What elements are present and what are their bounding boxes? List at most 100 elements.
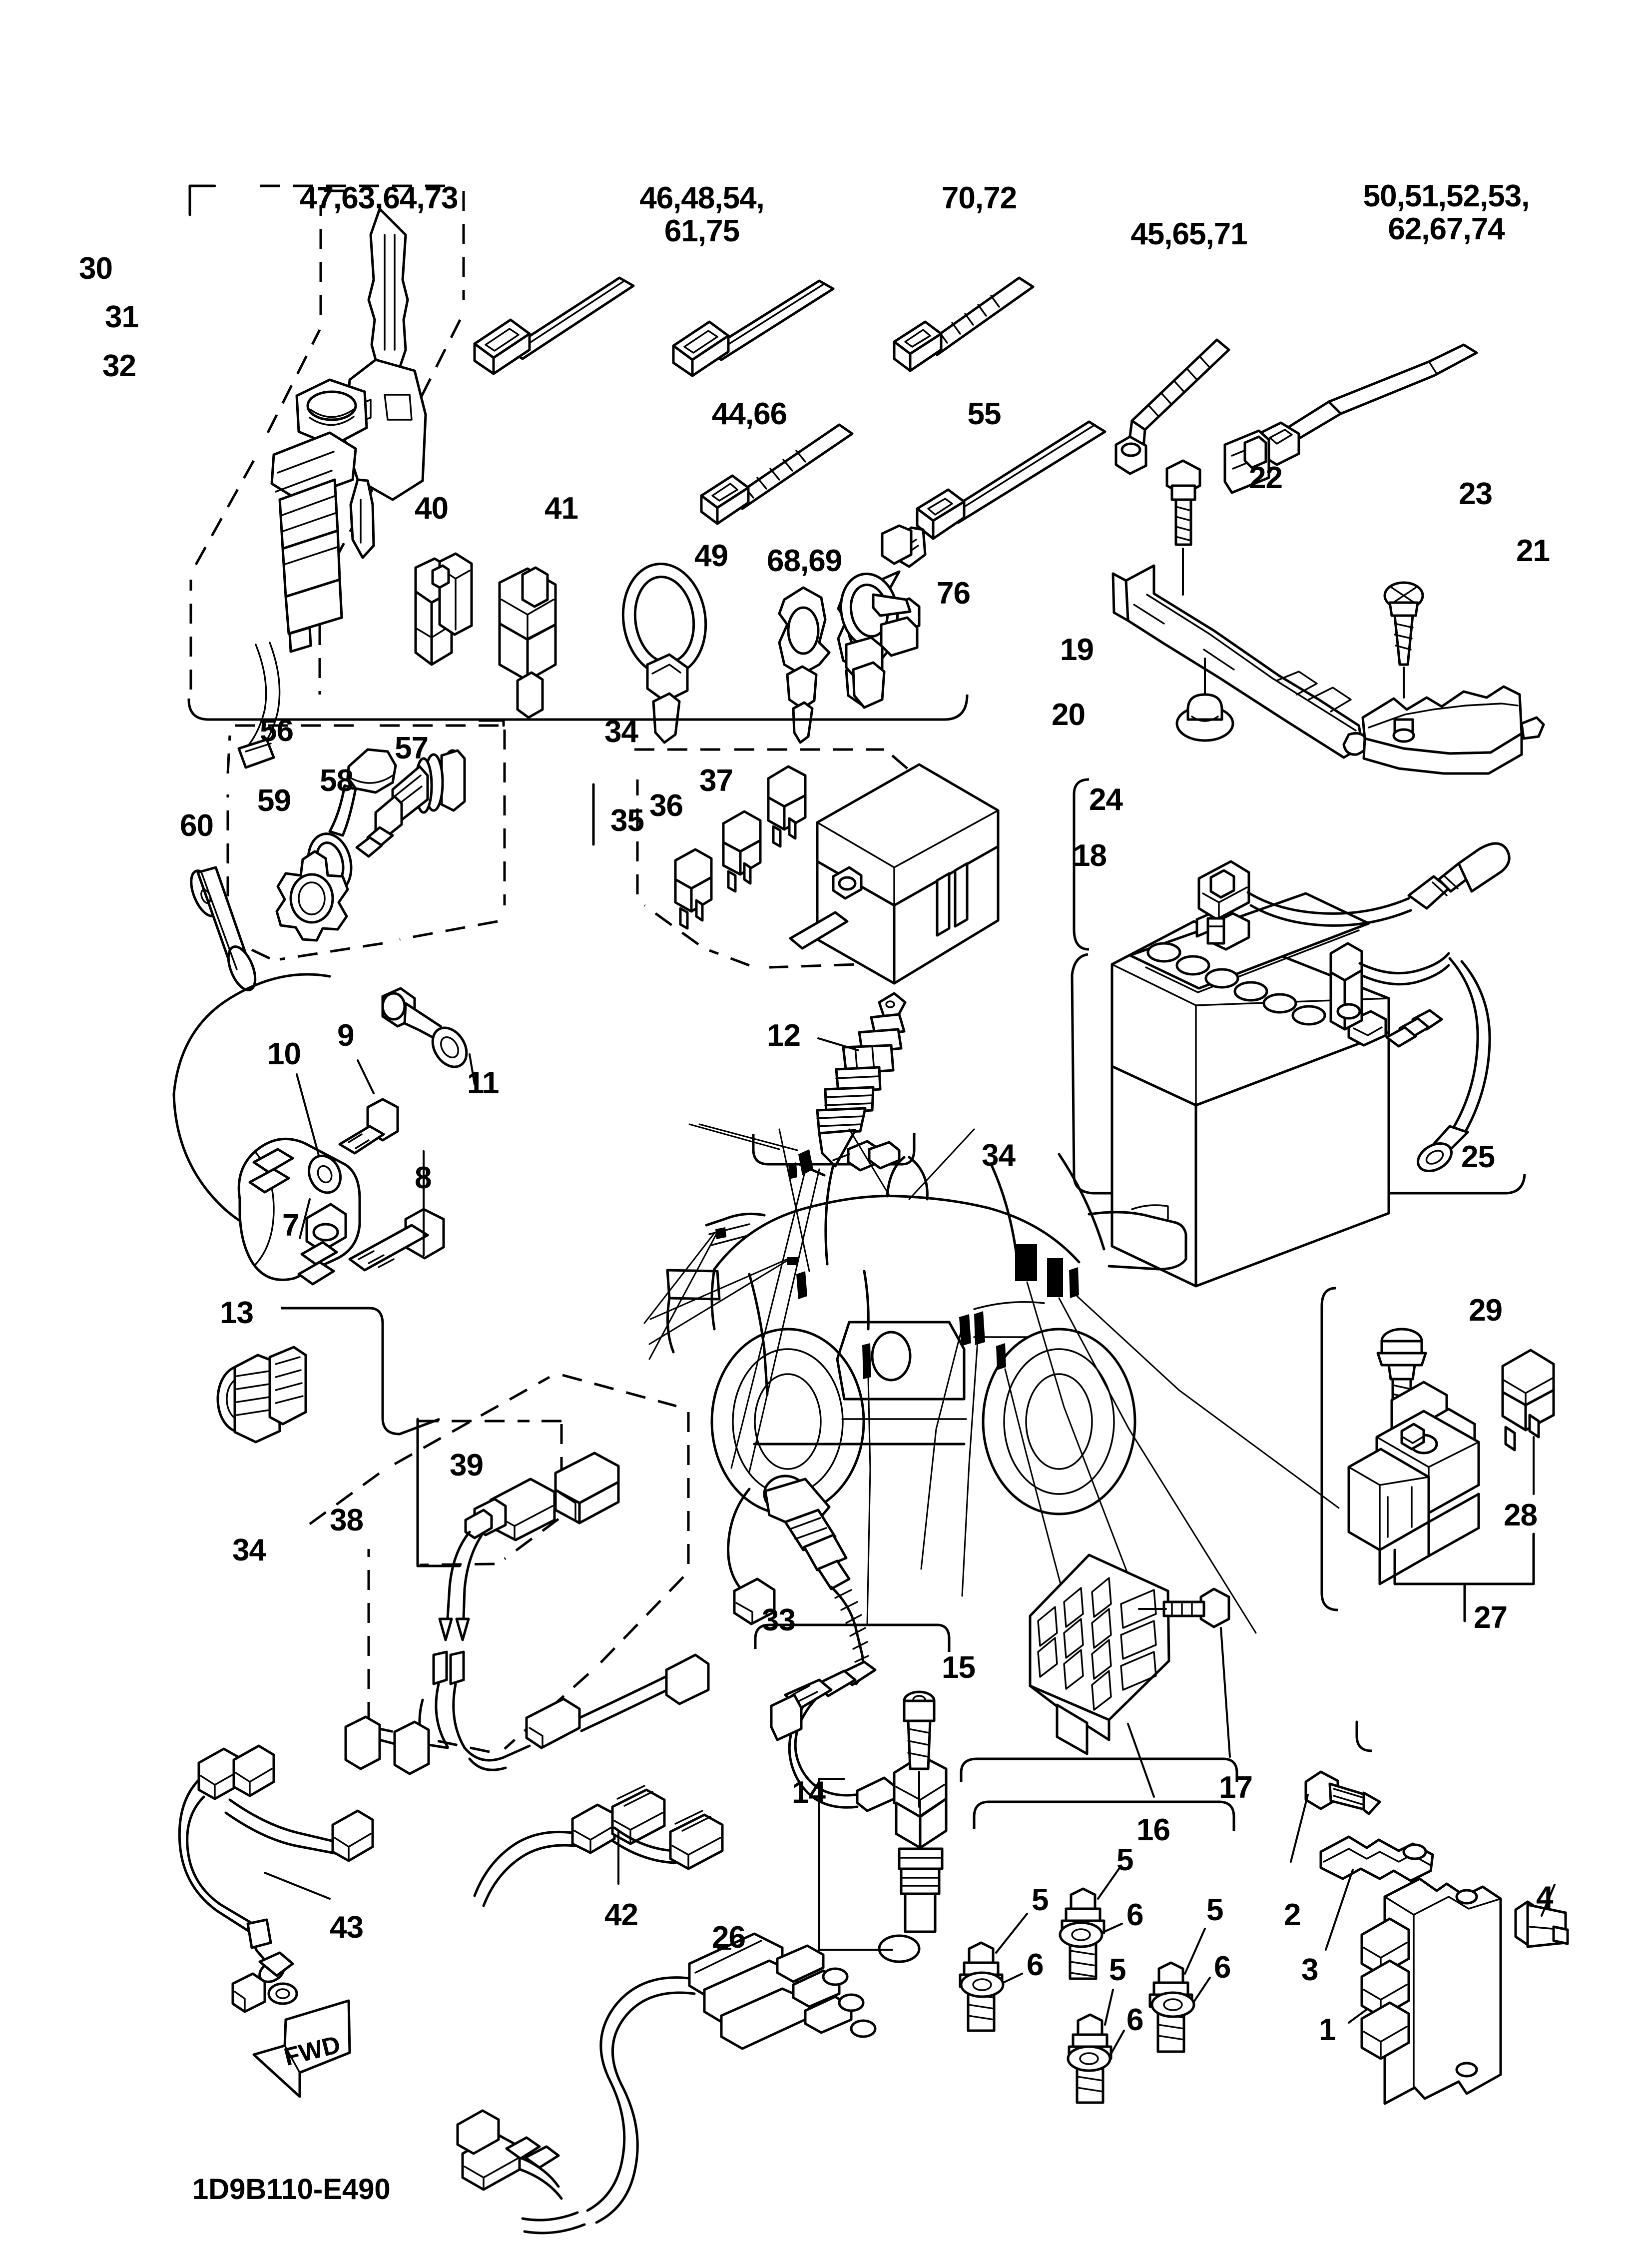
part-33-sensor bbox=[727, 1475, 869, 1685]
part-callout-26: 26 bbox=[712, 1920, 746, 1955]
part-37-fuse bbox=[767, 765, 807, 848]
part-callout-31: 31 bbox=[105, 300, 139, 334]
group-34-lower-dashed bbox=[309, 1374, 690, 1753]
part-11-plug-cap bbox=[381, 987, 476, 1085]
part-34-fusebox-body bbox=[789, 763, 1000, 985]
part-callout-2: 2 bbox=[1284, 1898, 1301, 1932]
part-callout-22: 22 bbox=[1249, 461, 1283, 495]
part-32-nut bbox=[307, 374, 309, 380]
part-callout-35: 35 bbox=[610, 803, 644, 838]
part-15-screw bbox=[903, 1690, 936, 1808]
part-6-washer-d bbox=[1067, 2030, 1125, 2072]
part-callout-1: 1 bbox=[1319, 2013, 1336, 2047]
part-callout-24: 24 bbox=[1089, 782, 1123, 817]
part-57-socket bbox=[355, 749, 466, 858]
part-callout-70-72: 70,72 bbox=[941, 181, 1017, 215]
part-21-battery-holder bbox=[1361, 685, 1545, 775]
part-callout-6: 6 bbox=[1027, 1948, 1044, 1982]
part-callout-60: 60 bbox=[180, 808, 214, 843]
part-6-washer-b bbox=[960, 1971, 1023, 1998]
part-callout-7: 7 bbox=[282, 1208, 299, 1243]
part-callout-38: 38 bbox=[330, 1503, 364, 1537]
part-callout-34: 34 bbox=[232, 1533, 266, 1567]
part-42-harness bbox=[473, 1785, 724, 1907]
part-43-harness bbox=[178, 1744, 374, 2013]
part-59-lockwasher bbox=[275, 850, 349, 942]
part-callout-23: 23 bbox=[1459, 477, 1493, 511]
part-callout-12: 12 bbox=[767, 1018, 801, 1053]
part-46-cabletie bbox=[672, 279, 835, 377]
part-29-bolt bbox=[1376, 1328, 1427, 1440]
part-10-washer bbox=[296, 1073, 342, 1194]
fwd-marker bbox=[252, 1999, 351, 2098]
part-12-sparkplug bbox=[816, 992, 907, 1168]
part-callout-5: 5 bbox=[1032, 1883, 1049, 1917]
part-28-fuse bbox=[1501, 1349, 1555, 1495]
part-callout-50-51-52-53--62-67-74: 50,51,52,53, 62,67,74 bbox=[1363, 179, 1530, 246]
part-9-bolt bbox=[338, 1059, 399, 1155]
part-40-connector bbox=[414, 552, 473, 666]
part-callout-19: 19 bbox=[1060, 633, 1094, 667]
part-callout-41: 41 bbox=[545, 491, 578, 526]
part-32-nut-body bbox=[295, 378, 368, 447]
part-callout-11: 11 bbox=[467, 1066, 500, 1100]
part-callout-20: 20 bbox=[1052, 698, 1086, 732]
part-callout-6: 6 bbox=[1126, 1898, 1143, 1932]
part-22-bolt bbox=[1165, 459, 1201, 596]
part-callout-5: 5 bbox=[1206, 1893, 1223, 1927]
part-31-key bbox=[343, 207, 427, 559]
part-callout-6: 6 bbox=[1214, 1950, 1231, 1985]
part-callout-29: 29 bbox=[1469, 1293, 1503, 1328]
part-23-screw bbox=[1383, 581, 1424, 699]
part-55-cabletie bbox=[881, 420, 1106, 568]
part-callout-57: 57 bbox=[395, 731, 429, 765]
part-1-cdi-unit bbox=[1348, 1877, 1502, 2105]
part-49-clamp-ring bbox=[621, 563, 707, 744]
part-callout-33: 33 bbox=[762, 1603, 796, 1637]
group-56-dashed-boundary bbox=[226, 719, 506, 961]
part-callout-21: 21 bbox=[1516, 534, 1550, 568]
group-27-boundary bbox=[1320, 1287, 1338, 1611]
part-41-relay bbox=[498, 566, 557, 719]
part-callout-36: 36 bbox=[649, 788, 683, 823]
part-callout-9: 9 bbox=[337, 1018, 354, 1053]
part-callout-58: 58 bbox=[320, 763, 354, 798]
part-13-cap bbox=[216, 1346, 307, 1444]
part-20-grommet bbox=[1175, 658, 1234, 742]
part-callout-39: 39 bbox=[450, 1448, 484, 1483]
part-callout-47-63-64-73: 47,63,64,73 bbox=[300, 181, 459, 215]
diagram-code: 1D9B110-E490 bbox=[192, 2173, 391, 2206]
part-callout-42: 42 bbox=[604, 1898, 638, 1932]
part-68-clamp bbox=[778, 586, 831, 744]
part-6-washer-c bbox=[1150, 1977, 1211, 2018]
part-callout-45-65-71: 45,65,71 bbox=[1130, 217, 1247, 251]
part-callout-76: 76 bbox=[937, 576, 971, 611]
part-callout-34: 34 bbox=[982, 1138, 1016, 1173]
part-callout-40: 40 bbox=[415, 491, 449, 526]
part-16-rectifier bbox=[1029, 1553, 1170, 1798]
part-callout-55: 55 bbox=[967, 397, 1002, 431]
part-4-coupler bbox=[1514, 1884, 1569, 1948]
part-36-fuse bbox=[722, 810, 762, 893]
part-callout-13: 13 bbox=[220, 1296, 254, 1330]
part-callout-59: 59 bbox=[257, 783, 291, 818]
part-14-sensor bbox=[770, 1660, 948, 1963]
atv-illustration bbox=[643, 1123, 1340, 1634]
part-19-bracket bbox=[1111, 564, 1369, 759]
part-45-cabletie bbox=[1114, 338, 1230, 475]
part-70-cabletie bbox=[893, 276, 1035, 372]
part-50-clip-tie bbox=[1223, 343, 1478, 494]
part-callout-34: 34 bbox=[604, 715, 638, 749]
part-7-ignition-coil bbox=[237, 1137, 361, 1286]
part-5-bolt-b bbox=[959, 1913, 1028, 2032]
part-27-starter-relay bbox=[1347, 1381, 1480, 1585]
part-callout-18: 18 bbox=[1073, 838, 1107, 873]
part-47-cabletie bbox=[473, 276, 635, 375]
part-callout-27: 27 bbox=[1474, 1600, 1508, 1635]
part-callout-16: 16 bbox=[1136, 1813, 1170, 1847]
part-callout-37: 37 bbox=[699, 763, 733, 798]
part-callout-68-69: 68,69 bbox=[767, 544, 842, 578]
part-76-clamp bbox=[839, 570, 919, 709]
part-24-positive-lead bbox=[1197, 842, 1511, 945]
